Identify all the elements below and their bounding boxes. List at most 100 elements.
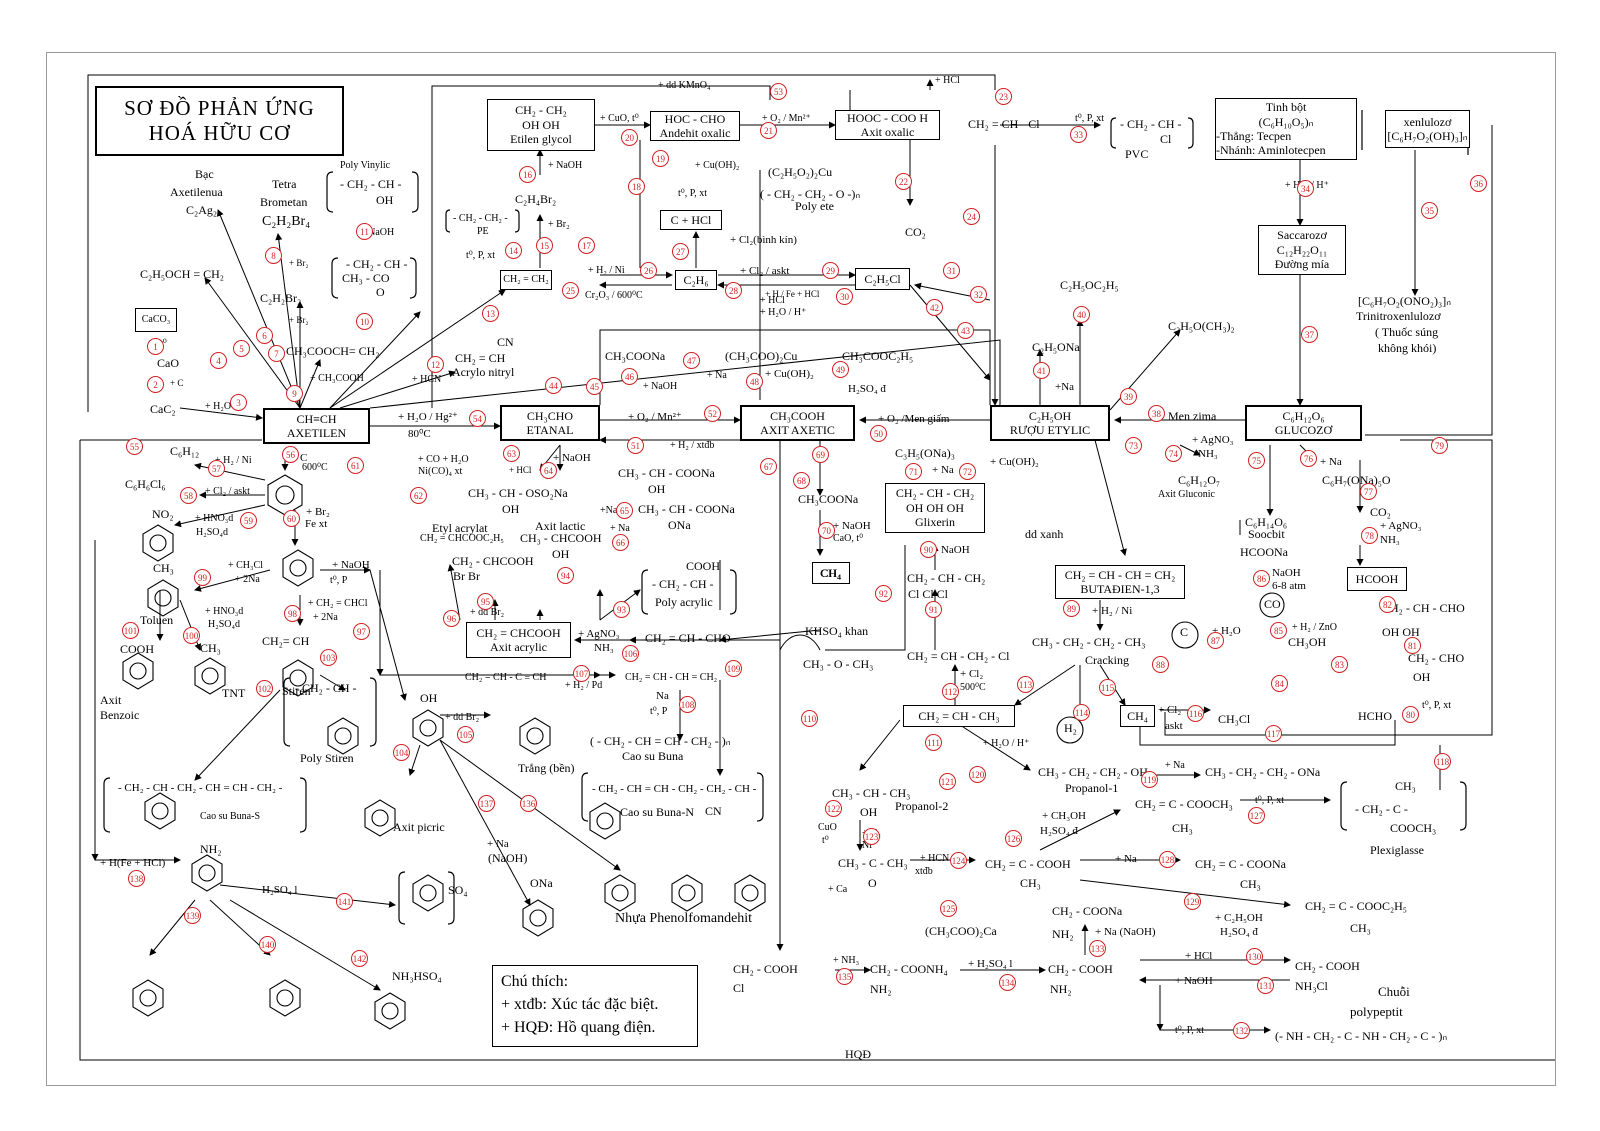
reaction-number-96: 96 (443, 610, 460, 627)
hub-ruou-etylic[interactable]: C₂H₅OH RƯỢU ETYLIC (990, 405, 1110, 441)
reaction-number-71: 71 (905, 463, 922, 480)
reagent-r100: + HNO₃d (205, 606, 244, 617)
reaction-number-19: 19 (652, 150, 669, 167)
reagent-r52: + O₂ / Mn²⁺ (628, 411, 682, 423)
reaction-number-120: 120 (969, 766, 986, 783)
box-glixerin[interactable]: CH₂ - CH - CH₂ OH OH OH Glixerin (885, 483, 985, 533)
box-andehit-oxalic[interactable]: HOC - CHO Andehit oxalic (650, 111, 740, 141)
reaction-number-6: 6 (256, 327, 273, 344)
compound-butane: CH₃ - CH₂ - CH₂ - CH₃ (1032, 635, 1146, 649)
compound-metacet: CH₂ = C - COOC₂H₅ (1305, 899, 1407, 913)
hub-glucozo[interactable]: C₆H₁₂O₆ GLUCOZƠ (1245, 405, 1362, 441)
reaction-number-108: 108 (679, 696, 696, 713)
hub-etanal[interactable]: CH₃CHO ETANAL (500, 405, 600, 441)
compound-lactona3: CH₃ - CH - COONa (638, 502, 735, 516)
box-ch4-b[interactable]: CH₄ (812, 562, 850, 584)
reagent-r126: + CH₃OH (1042, 810, 1086, 822)
box-etilen[interactable]: CH₂ = CH₂ (500, 270, 552, 290)
compound-benzoic: COOH (120, 642, 155, 656)
reaction-number-119: 119 (1141, 771, 1158, 788)
hub-axetilen[interactable]: CH≡CH AXETILEN (263, 408, 370, 444)
reaction-number-91: 91 (925, 601, 942, 618)
hub-axit-axetic[interactable]: CH₃COOH AXIT AXETIC (740, 405, 855, 441)
compound-plexi2: - CH₂ - C - (1355, 802, 1408, 816)
reaction-number-17: 17 (578, 237, 595, 254)
box-etan[interactable]: C₂H₆ (675, 270, 717, 290)
reagent-r54: + H₂O / Hg²⁺ (398, 411, 458, 423)
compound-pvc3: PVC (1125, 147, 1149, 161)
compound-bunan2: CN (705, 804, 722, 818)
reaction-number-41: 41 (1033, 362, 1050, 379)
box-c2h5cl[interactable]: C₂H₅Cl (855, 268, 910, 290)
box-caco3[interactable]: CaCO₃ (135, 308, 177, 332)
reaction-number-46: 46 (621, 368, 638, 385)
reaction-number-35: 35 (1421, 202, 1438, 219)
reagent-r33: t⁰, P, xt (1075, 113, 1105, 124)
compound-lactona: CH₃ - CH - COONa (618, 466, 715, 480)
reaction-number-45: 45 (586, 378, 603, 395)
reaction-number-58: 58 (180, 487, 197, 504)
compound-ch3ochch3: CH₃ - O - CH₃ (803, 657, 874, 671)
reagent-r86b: 6-8 atm (1272, 580, 1306, 592)
reaction-number-28: 28 (725, 282, 742, 299)
title-line-2: HOÁ HỮU CƠ (148, 121, 291, 145)
reaction-number-48: 48 (746, 373, 763, 390)
butadien-l2: BUTAĐIEN-1,3 (1080, 582, 1160, 596)
reaction-number-85: 85 (1270, 622, 1287, 639)
axetilen-formula: CH≡CH (296, 411, 337, 426)
compound-bunas2: Cao su Buna-S (200, 811, 260, 822)
compound-bunas1: - CH₂ - CH - CH₂ - CH = CH - CH₂ - (118, 782, 283, 794)
butadien-l1: CH₂ = CH - CH = CH₂ (1064, 567, 1176, 582)
box-tinh-bot[interactable]: Tinh bột (C₆H₁₀O₅)ₙ -Thẳng: Tecpen -Nhán… (1215, 98, 1357, 160)
box-axit-oxalic[interactable]: HOOC - COO H Axit oxalic (835, 110, 940, 140)
compound-pv2: OH (376, 193, 394, 207)
compound-c6h12o7: C₆H₁₂O₇ (1178, 473, 1221, 487)
reagent-r60: + Br₂ (306, 506, 330, 518)
box-xenlulozo[interactable]: xenlulozơ [C₆H₇O₂(OH)₃]ₙ (1385, 110, 1470, 148)
box-c-hcl[interactable]: C + HCl (660, 210, 722, 230)
reagent-r100b: H₂SO₄d (208, 619, 240, 630)
reaction-number-62: 62 (410, 487, 427, 504)
reaction-number-126: 126 (1005, 830, 1022, 847)
compound-glyhcl1: CH₂ - COOH (1295, 959, 1360, 973)
reaction-number-76: 76 (1300, 450, 1317, 467)
compound-ch3cl: CH₃Cl (1218, 712, 1251, 726)
box-butadien[interactable]: CH₂ = CH - CH = CH₂ BUTAĐIEN-1,3 (1055, 565, 1185, 599)
reaction-number-52: 52 (704, 405, 721, 422)
reagent-r-ca: + Ca (828, 884, 848, 895)
reaction-number-121: 121 (939, 773, 956, 790)
line-4 (204, 277, 301, 409)
box-etilen-glycol[interactable]: CH₂ - CH₂ OH OH Etilen glycol (487, 99, 595, 151)
reaction-number-8: 8 (265, 247, 282, 264)
compound-mma-ch3: CH₃ (1172, 821, 1193, 835)
reagent-r134: + H₂SO₄ l (968, 958, 1013, 970)
tinh-bot-l2: (C₆H₁₀O₅)ₙ (1258, 114, 1314, 129)
compound-benzoic2: Axit (100, 693, 122, 707)
box-saccarozo[interactable]: Saccarozơ C₁₂H₂₂O₁₁ Đường mía (1258, 225, 1346, 275)
reagent-r63: + HCl (509, 465, 532, 475)
reaction-number-124: 124 (950, 852, 967, 869)
reaction-number-30: 30 (836, 288, 853, 305)
box-axit-acrylic[interactable]: CH₂ = CHCOOH Axit acrylic (466, 622, 571, 658)
reaction-number-136: 136 (520, 795, 537, 812)
reagent-r120: + H₂O / H⁺ (983, 738, 1030, 749)
compound-cac2: CaC₂ (150, 402, 176, 416)
xenlulozo-l2: [C₆H₇O₂(OH)₃]ₙ (1387, 129, 1468, 143)
compound-ch3oh: CH₃OH (1288, 635, 1327, 649)
reaction-number-118: 118 (1434, 753, 1451, 770)
reaction-number-139: 139 (184, 907, 201, 924)
box-propen[interactable]: CH₂ = CH - CH₃ (903, 705, 1015, 727)
box-hcooh[interactable]: HCOOH (1347, 567, 1407, 591)
compound-bunan3: Cao su Buna-N (620, 805, 694, 819)
compound-polyete2: Poly ete (795, 199, 834, 213)
reagent-rhcl-top: + HCl (935, 75, 960, 86)
compound-ch3coo2cu: (CH₃COO)₂Cu (725, 349, 798, 363)
reagent-r80: t⁰, P, xt (1422, 700, 1452, 711)
compound-polyvin: Poly Vinylic (340, 160, 391, 171)
reagent-r74b: NH₃ (1198, 448, 1218, 460)
compound-anil-hso4: NH₃HSO₄ (392, 969, 442, 983)
reaction-number-77: 77 (1360, 483, 1377, 500)
reaction-number-104: 104 (393, 744, 410, 761)
compound-ch3coona-t: CH₃COONa (605, 349, 666, 363)
box-ch4-c[interactable]: CH₄ (1120, 705, 1155, 727)
